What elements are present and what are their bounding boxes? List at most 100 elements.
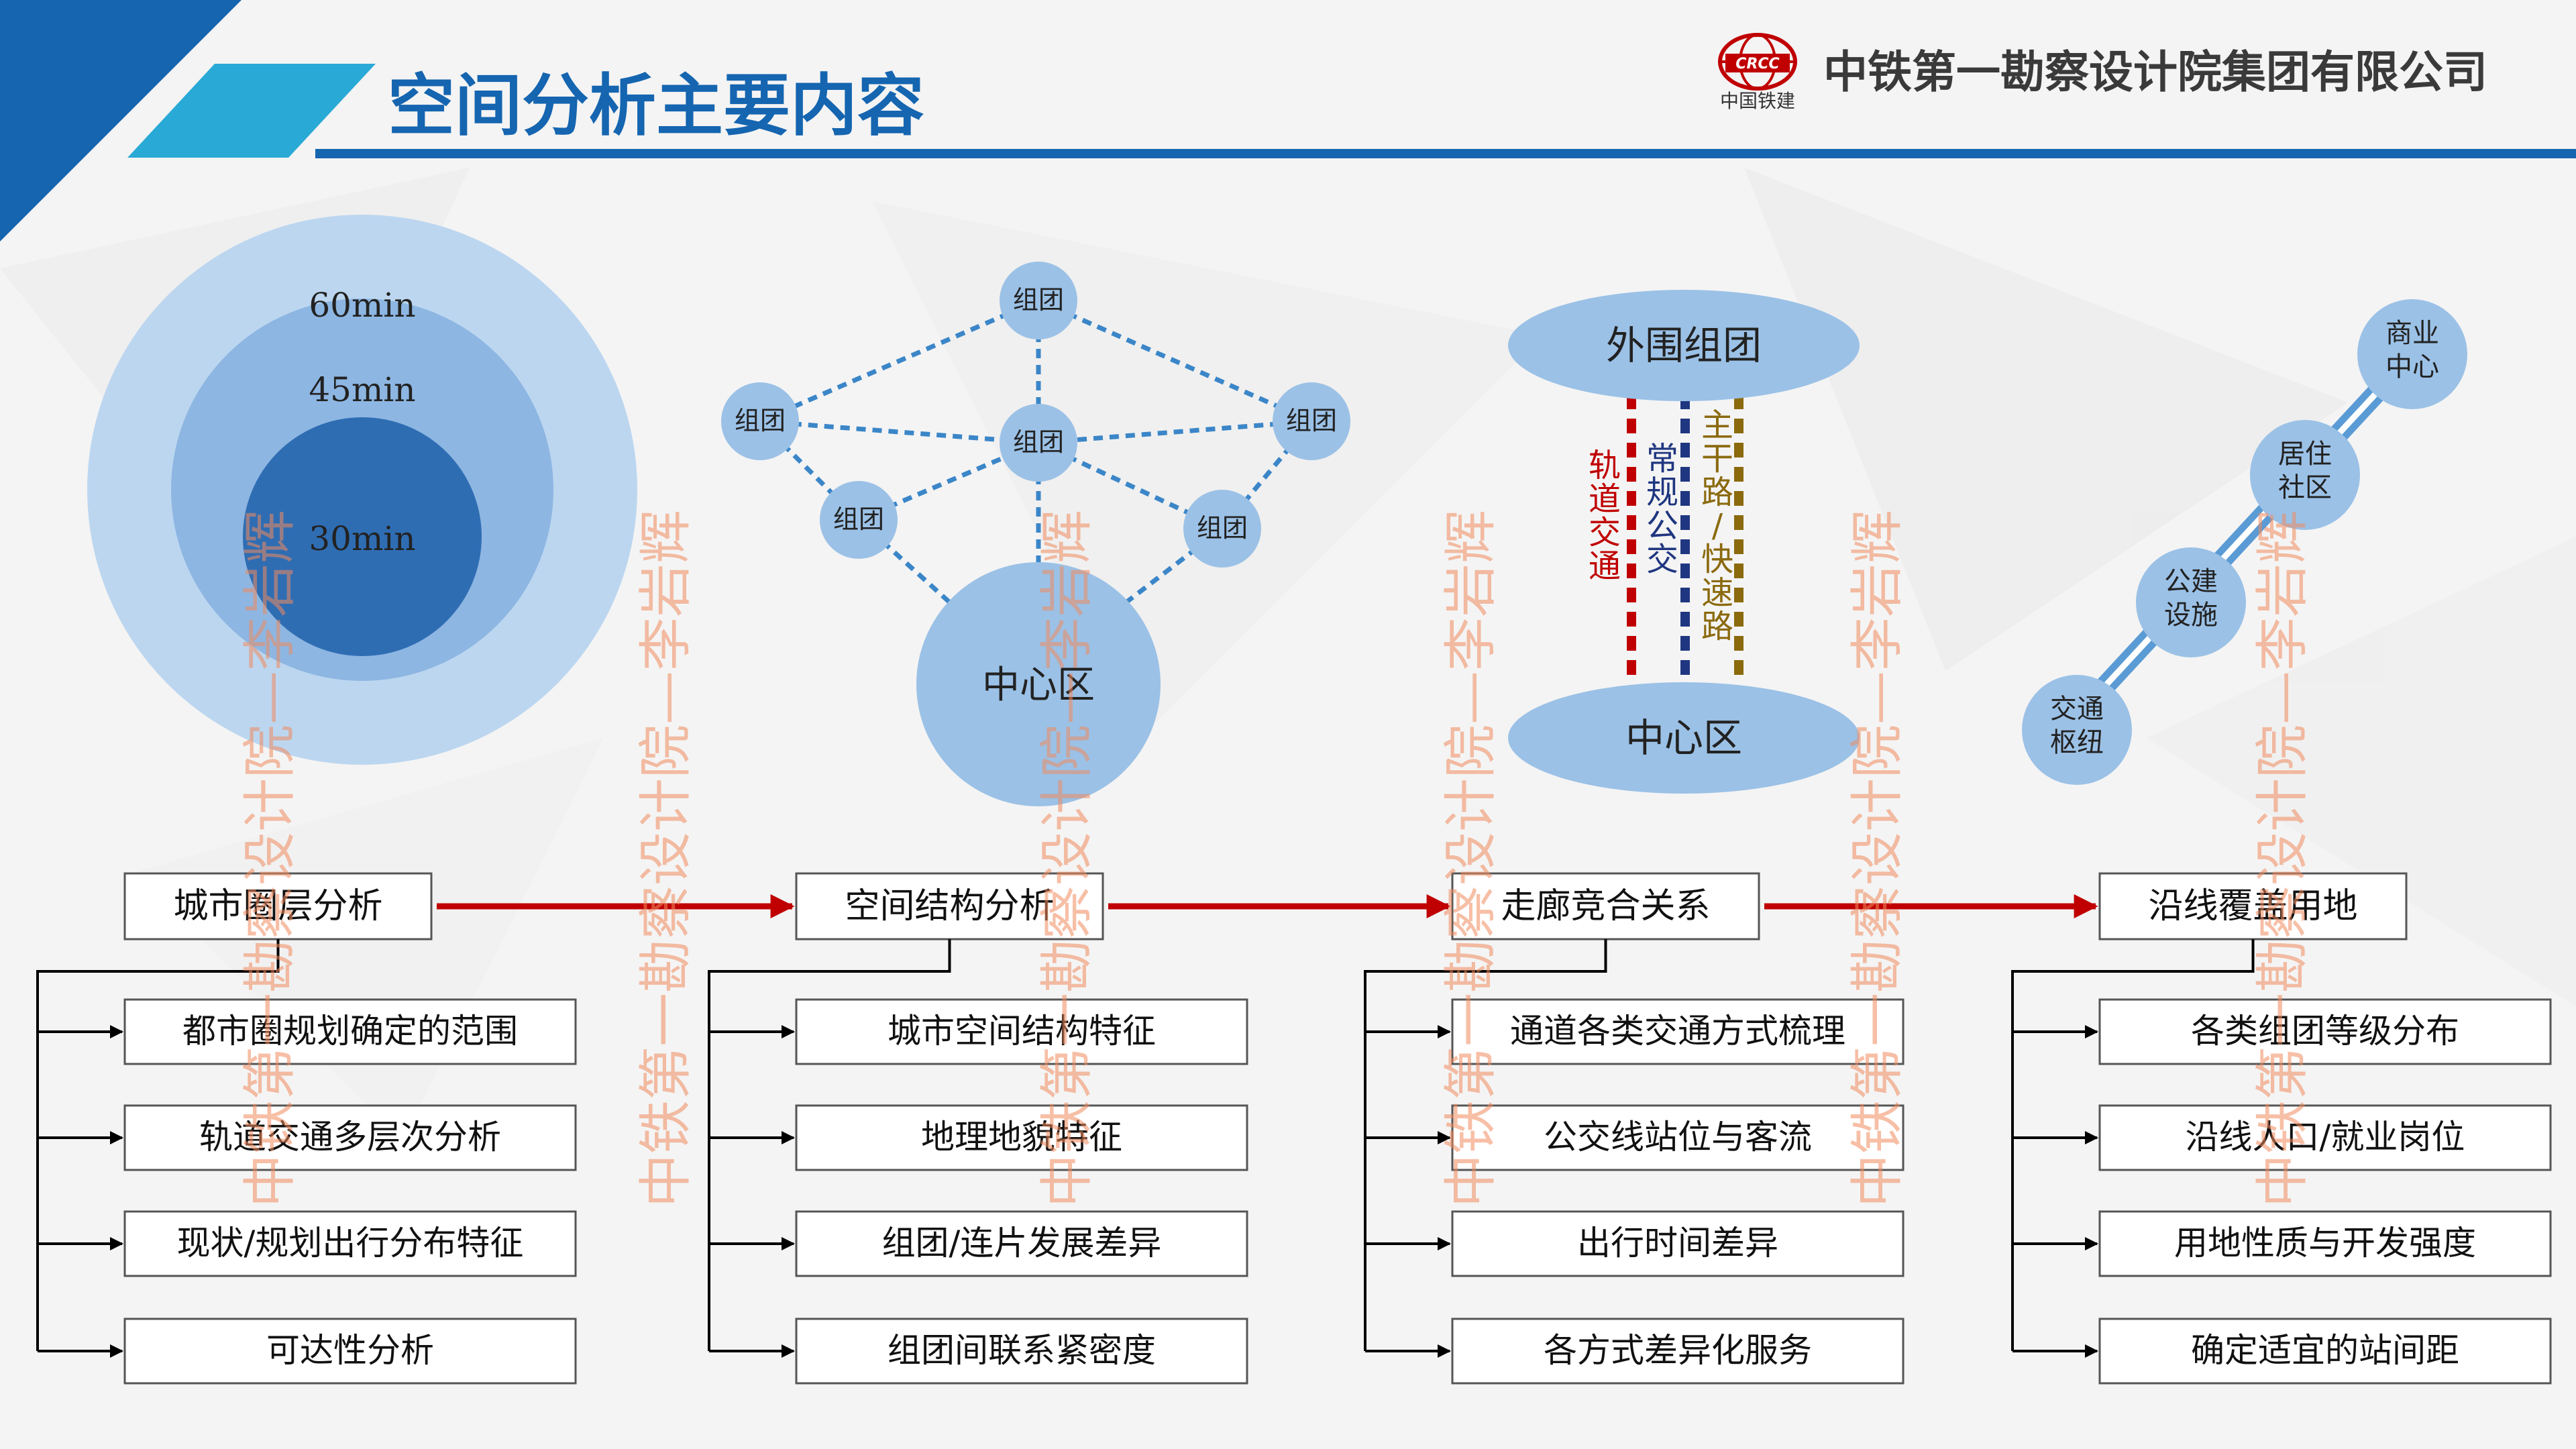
flow-item: 公交线站位与客流: [1544, 1118, 1812, 1157]
flow-item-box: [1451, 1104, 1904, 1171]
flow-item: 地理地貌特征: [921, 1118, 1122, 1157]
flow-item: 用地性质与开发强度: [2174, 1224, 2476, 1263]
flow-item-box: [123, 1104, 577, 1171]
svg-text:枢纽: 枢纽: [2050, 727, 2104, 758]
watermark-text: 中铁第一勘察设计院—李岩辉: [239, 510, 301, 1208]
center-district-ellipse: [1508, 682, 1860, 794]
flow-item-box: [2098, 1104, 2552, 1171]
svg-text:社区: 社区: [2278, 472, 2332, 503]
header: 空间分析主要内容 CRCC 中国铁建 中铁第一勘察设计院集团有限公司: [0, 0, 2576, 241]
corner-triangle: [0, 0, 241, 241]
flow-title-box: [795, 872, 1104, 941]
svg-text:居住: 居住: [2278, 439, 2332, 470]
watermark-text: 中铁第一勘察设计院—李岩辉: [1036, 510, 1098, 1208]
bus-line-label: 常规公交: [1646, 440, 1678, 578]
logo-caption: 中国铁建: [1720, 90, 1795, 112]
watermark-layer: 中铁第一勘察设计院—李岩辉中铁第一勘察设计院—李岩辉中铁第一勘察设计院—李岩辉中…: [239, 510, 2314, 1208]
rail-line-label: 轨道交通: [1589, 447, 1621, 585]
flow-item: 组团间联系紧密度: [888, 1331, 1156, 1370]
flow-bracket: [708, 939, 951, 1351]
flow-item: 各方式差异化服务: [1544, 1331, 1812, 1370]
road-line-label: 主干路/快速路: [1701, 407, 1733, 645]
flow-item-box: [795, 998, 1248, 1065]
flow-item-box: [2098, 1210, 2552, 1277]
station-node: 公建 设施: [2136, 547, 2246, 657]
flow-bracket: [36, 939, 280, 1351]
station-node: 居住 社区: [2250, 420, 2360, 530]
svg-text:组团: 组团: [1013, 285, 1064, 315]
flow-item: 组团/连片发展差异: [882, 1224, 1162, 1263]
watermark-text: 中铁第一勘察设计院—李岩辉: [1440, 510, 1502, 1208]
flow-item-box: [795, 1318, 1248, 1385]
svg-text:组团: 组团: [1286, 406, 1337, 435]
flow-item: 现状/规划出行分布特征: [177, 1224, 524, 1263]
flow-item-box: [123, 1210, 577, 1277]
flow-item: 出行时间差异: [1577, 1224, 1778, 1263]
flow-title: 走廊竞合关系: [1501, 886, 1710, 926]
flow-item: 各类组团等级分布: [2191, 1012, 2459, 1051]
station-node: 交通 枢纽: [2022, 675, 2132, 785]
svg-text:设施: 设施: [2164, 600, 2218, 631]
network-node: 组团: [721, 382, 799, 460]
ring-30min: [243, 417, 482, 656]
svg-text:组团: 组团: [833, 504, 884, 534]
flow-bracket: [1364, 939, 1607, 1351]
svg-text:商业: 商业: [2385, 318, 2439, 349]
watermark-text: 中铁第一勘察设计院—李岩辉: [2251, 510, 2314, 1208]
flow-title: 城市圈层分析: [173, 886, 382, 926]
flow-item-box: [123, 998, 577, 1065]
flow-item-box: [2098, 998, 2552, 1065]
svg-text:中心区: 中心区: [982, 663, 1095, 707]
line-track-center: [2074, 352, 2415, 719]
network-node: 组团: [1183, 490, 1261, 568]
company-name: 中铁第一勘察设计院集团有限公司: [1823, 46, 2487, 98]
flow-title: 空间结构分析: [845, 886, 1054, 926]
flow-item: 可达性分析: [266, 1331, 434, 1370]
outer-cluster-ellipse: [1508, 290, 1860, 401]
flow-item-box: [123, 1318, 577, 1385]
outer-cluster-label: 外围组团: [1606, 323, 1762, 368]
flow-item: 轨道交通多层次分析: [199, 1118, 501, 1157]
center-district-label: 中心区: [1625, 715, 1742, 761]
flow-item-box: [795, 1104, 1248, 1171]
svg-text:组团: 组团: [1013, 427, 1064, 457]
watermark-text: 中铁第一勘察设计院—李岩辉: [1846, 510, 1909, 1208]
network-node: 组团: [1000, 262, 1077, 339]
figure-line-stations: 商业 中心 居住 社区 公建 设施 交通 枢纽: [2022, 299, 2467, 785]
flow-item: 通道各类交通方式梳理: [1510, 1012, 1845, 1051]
svg-text:交通: 交通: [2050, 694, 2104, 724]
flow-item-box: [795, 1210, 1248, 1277]
ring-label-30: 30min: [309, 519, 415, 558]
network-node: 组团: [1000, 404, 1077, 482]
header-rule: [315, 149, 2576, 158]
logo-text: CRCC: [1735, 56, 1779, 72]
svg-text:组团: 组团: [1197, 513, 1248, 543]
title-accent-parallelogram: [127, 64, 376, 158]
figure-cluster-network: 组团 组团 组团 组团 组团 组团 中心区: [721, 262, 1350, 806]
flow-title-box: [2098, 872, 2408, 941]
crcc-logo: CRCC 中国铁建: [1718, 33, 1797, 112]
flow-item: 确定适宜的站间距: [2191, 1331, 2459, 1370]
figure-corridor: 外围组团 中心区 轨道交通 常规公交 主干路/快速路: [1508, 290, 1860, 794]
flow-item-box: [1451, 998, 1904, 1065]
ring-label-60: 60min: [309, 286, 415, 325]
flow-item-box: [1451, 1318, 1904, 1385]
watermark-text: 中铁第一勘察设计院—李岩辉: [635, 510, 697, 1208]
flow-item: 城市空间结构特征: [888, 1012, 1156, 1051]
flow-title: 沿线覆盖用地: [2148, 886, 2357, 926]
page-title: 空间分析主要内容: [388, 66, 924, 145]
analysis-flow: 城市圈层分析都市圈规划确定的范围轨道交通多层次分析现状/规划出行分布特征可达性分…: [36, 872, 2552, 1385]
station-node: 商业 中心: [2357, 299, 2467, 409]
flow-item-box: [2098, 1318, 2552, 1385]
svg-text:中心: 中心: [2385, 352, 2439, 382]
network-node: 组团: [820, 481, 898, 559]
flow-bracket: [2011, 939, 2255, 1351]
svg-text:组团: 组团: [735, 406, 786, 435]
ring-label-45: 45min: [309, 370, 415, 409]
flow-item-box: [1451, 1210, 1904, 1277]
figure-time-rings: 60min 45min 30min: [87, 215, 637, 765]
